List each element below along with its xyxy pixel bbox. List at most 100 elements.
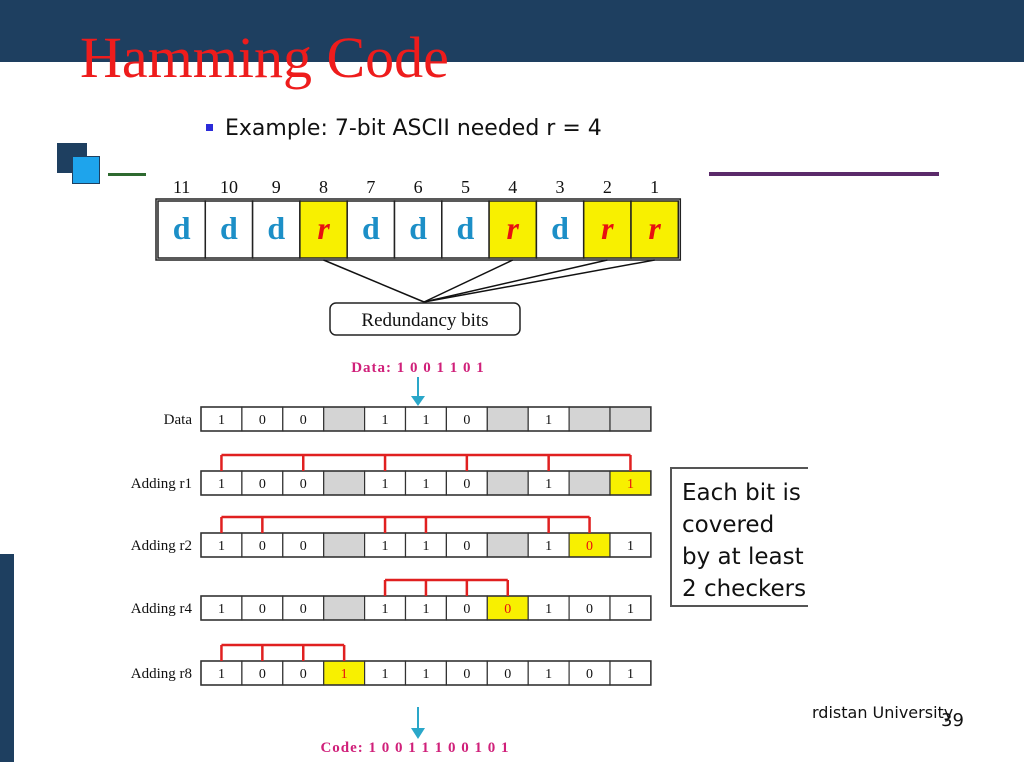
row-4-value-10: 1	[627, 667, 634, 682]
row-4-value-4: 1	[382, 667, 389, 682]
row-label-3: Adding r4	[131, 601, 193, 617]
page-number: 39	[941, 710, 964, 731]
bit-row-frame	[155, 198, 682, 261]
row-4-value-7: 0	[504, 667, 511, 682]
row-1-frame	[200, 470, 652, 496]
position-label-9: 9	[272, 177, 281, 197]
bit-cell-2	[582, 200, 632, 259]
bullet-square-icon	[206, 123, 213, 131]
redundancy-connector-4	[423, 259, 514, 303]
bit-cell-6	[393, 200, 443, 259]
row-1-cell-5	[404, 470, 448, 496]
row-label-0: Data	[164, 412, 193, 428]
bit-letter-3: d	[551, 210, 569, 246]
logo-square-blue	[72, 156, 100, 184]
row-0-value-1: 0	[259, 413, 266, 428]
row-0-frame	[200, 406, 652, 432]
row-4-value-3: 1	[341, 667, 348, 682]
row-1-cell-0	[200, 470, 243, 496]
position-label-11: 11	[173, 177, 190, 197]
position-label-6: 6	[414, 177, 423, 197]
position-label-7: 7	[366, 177, 375, 197]
note-line-1: Each bit is	[682, 480, 801, 506]
redundancy-label: Redundancy bits	[361, 310, 488, 331]
row-3-value-8: 1	[545, 602, 552, 617]
note-line-4: 2 checkers	[682, 576, 807, 602]
row-3-cell-4	[364, 595, 407, 621]
rule-left	[108, 173, 146, 176]
row-1-value-5: 1	[422, 477, 429, 492]
row-label-2: Adding r2	[131, 538, 192, 554]
bit-letter-1: r	[648, 210, 661, 246]
bit-cell-9	[251, 200, 301, 259]
row-0-value-6: 0	[463, 413, 470, 428]
row-4-value-6: 0	[463, 667, 470, 682]
redundancy-connector-8	[323, 259, 425, 303]
position-label-1: 1	[650, 177, 659, 197]
row-2-cell-2	[282, 532, 325, 558]
row-0-cell-0	[200, 406, 243, 432]
bit-letter-7: d	[362, 210, 380, 246]
bullet-text: Example: 7-bit ASCII needed r = 4	[225, 116, 602, 141]
row-0-value-0: 1	[218, 413, 225, 428]
row-1-value-10: 1	[627, 477, 634, 492]
row-2-value-8: 1	[545, 539, 552, 554]
row-label-1: Adding r1	[131, 476, 192, 492]
position-label-10: 10	[220, 177, 238, 197]
row-4-value-0: 1	[218, 667, 225, 682]
row-0-cell-7	[486, 406, 529, 432]
row-0-cell-9	[568, 406, 611, 432]
row-label-4: Adding r8	[131, 666, 192, 682]
row-4-frame	[200, 660, 652, 686]
down-arrow-bottom-icon	[411, 728, 425, 739]
row-3-value-0: 1	[218, 602, 225, 617]
bit-letter-10: d	[220, 210, 238, 246]
row-3-value-7: 0	[504, 602, 511, 617]
row-0-value-2: 0	[300, 413, 307, 428]
code-footer: Code: 1 0 0 1 1 1 0 0 1 0 1	[320, 740, 509, 756]
row-1-cell-4	[364, 470, 407, 496]
bit-letter-8: r	[317, 210, 330, 246]
row-3-value-10: 1	[627, 602, 634, 617]
row-4-cell-9	[568, 660, 611, 686]
bit-cell-1	[630, 200, 680, 259]
row-2-value-6: 0	[463, 539, 470, 554]
bit-cell-5	[441, 200, 490, 259]
row-1-value-8: 1	[545, 477, 552, 492]
row-2-cell-9	[568, 532, 611, 558]
note-line-2: covered	[682, 512, 775, 538]
row-3-value-1: 0	[259, 602, 266, 617]
title-bar	[0, 0, 1024, 62]
row-1-value-2: 0	[300, 477, 307, 492]
bit-letter-9: d	[267, 210, 285, 246]
position-label-3: 3	[556, 177, 565, 197]
row-1-value-0: 1	[218, 477, 225, 492]
left-accent-stripe	[0, 554, 14, 762]
bit-cell-3	[535, 200, 585, 259]
position-label-8: 8	[319, 177, 328, 197]
bit-cell-7	[346, 200, 396, 259]
row-0-cell-1	[241, 406, 284, 432]
rule-right	[709, 172, 939, 176]
row-4-value-9: 0	[586, 667, 593, 682]
row-0-cell-10	[609, 406, 652, 432]
row-3-cell-3	[323, 595, 366, 621]
position-label-2: 2	[603, 177, 612, 197]
row-0-value-8: 1	[545, 413, 552, 428]
row-2-cell-7	[486, 532, 529, 558]
row-2-value-5: 1	[422, 539, 429, 554]
row-4-value-8: 1	[545, 667, 552, 682]
row-4-value-2: 0	[300, 667, 307, 682]
row-3-value-9: 0	[586, 602, 593, 617]
bit-letter-6: d	[409, 210, 427, 246]
bullet-example: Example: 7-bit ASCII needed r = 4	[206, 116, 602, 141]
redundancy-connector-1	[423, 259, 655, 303]
position-label-5: 5	[461, 177, 470, 197]
slide-title: Hamming Code	[80, 25, 449, 90]
row-2-cell-3	[323, 532, 366, 558]
row-1-cell-3	[323, 470, 366, 496]
bit-letter-11: d	[173, 210, 191, 246]
data-header: Data: 1 0 0 1 1 0 1	[351, 360, 485, 376]
row-4-value-5: 1	[422, 667, 429, 682]
